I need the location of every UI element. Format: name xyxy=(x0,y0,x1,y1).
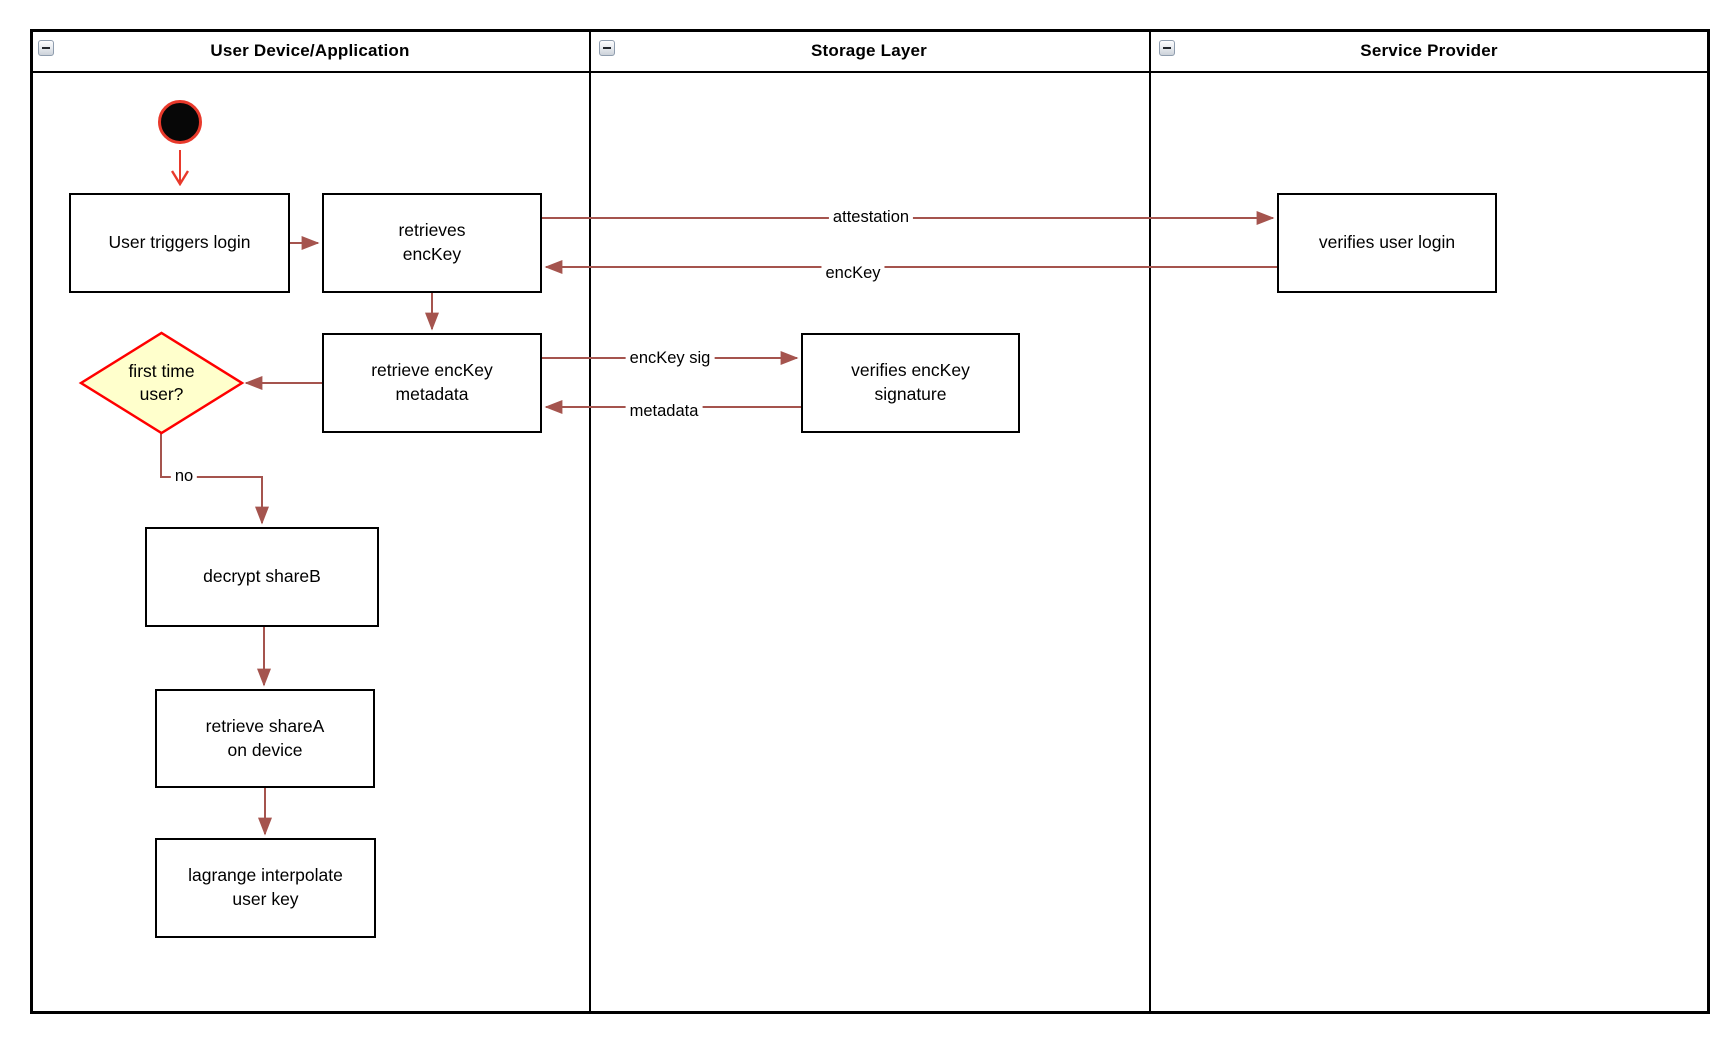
edge-label-metadata: metadata xyxy=(625,402,703,422)
minus-icon xyxy=(42,47,50,49)
edge-label-no: no xyxy=(170,467,198,487)
node-verifies-enckey-signature[interactable]: verifies encKey signature xyxy=(801,333,1020,433)
edge-label-enckey-sig: encKey sig xyxy=(625,349,715,369)
node-retrieve-enckey-metadata[interactable]: retrieve encKey metadata xyxy=(322,333,542,433)
node-user-triggers-login[interactable]: User triggers login xyxy=(69,193,290,293)
node-lagrange-interpolate[interactable]: lagrange interpolate user key xyxy=(155,838,376,938)
minus-icon xyxy=(603,47,611,49)
collapse-icon[interactable] xyxy=(1159,40,1175,56)
node-verifies-user-login[interactable]: verifies user login xyxy=(1277,193,1497,293)
collapse-icon[interactable] xyxy=(599,40,615,56)
initial-node[interactable] xyxy=(158,100,202,144)
collapse-icon[interactable] xyxy=(38,40,54,56)
edge-label-enckey: encKey xyxy=(821,264,885,284)
node-retrieves-enckey[interactable]: retrieves encKey xyxy=(322,193,542,293)
lane-separator-2 xyxy=(1149,29,1151,1014)
minus-icon xyxy=(1163,47,1171,49)
decision-diamond[interactable] xyxy=(78,331,245,435)
edge-label-attestation: attestation xyxy=(828,208,914,228)
lane-title-service-provider: Service Provider xyxy=(1360,41,1498,60)
lane-title-storage-layer: Storage Layer xyxy=(811,41,927,60)
decision-label: first time user? xyxy=(128,361,195,404)
lane-separator-1 xyxy=(589,29,591,1014)
node-retrieve-sharea[interactable]: retrieve shareA on device xyxy=(155,689,375,788)
node-decrypt-shareb[interactable]: decrypt shareB xyxy=(145,527,379,627)
lane-title-user-device: User Device/Application xyxy=(210,41,410,60)
header-divider xyxy=(30,71,1710,73)
